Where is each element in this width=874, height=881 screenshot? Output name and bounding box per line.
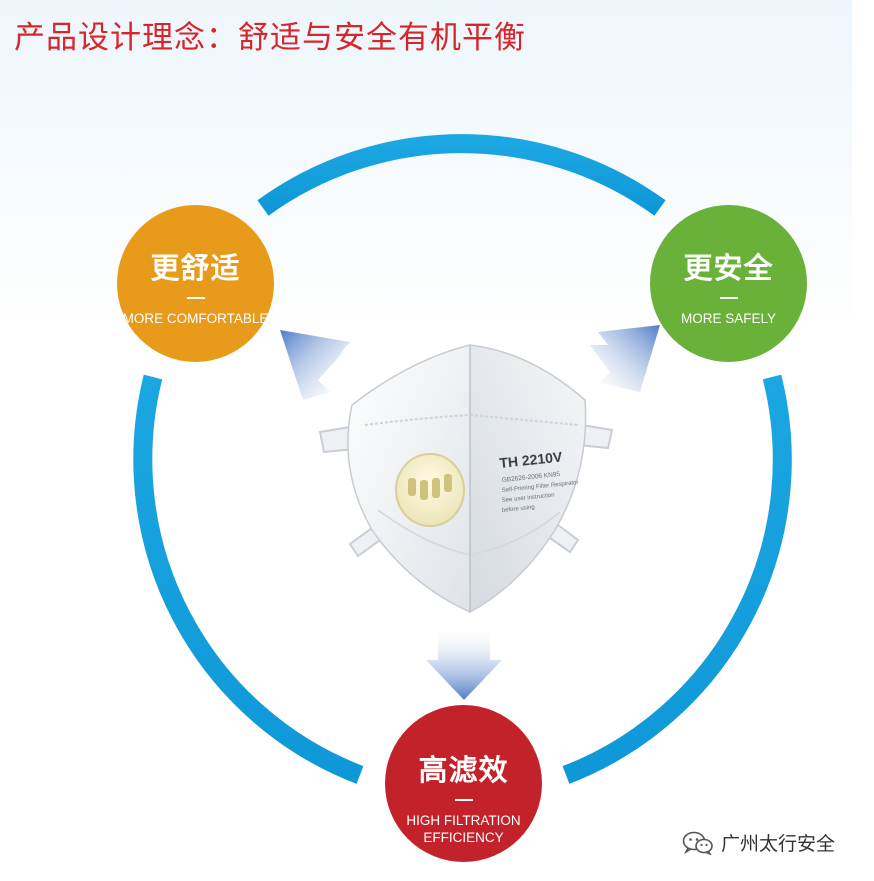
badge-comfort-title: 更舒适 [150, 251, 241, 285]
badge-filter-title: 高滤效 [418, 753, 509, 787]
arrow-to-filter-icon [426, 630, 502, 700]
right-edge-strip [852, 0, 874, 881]
badge-more-comfortable: 更舒适 MORE COMFORTABLE [117, 205, 274, 362]
badge-safe-subtitle: MORE SAFELY [680, 311, 777, 326]
ring-arc-top [257, 134, 666, 216]
badge-filter-subtitle-line2: EFFICIENCY [423, 830, 504, 845]
badge-high-filtration: 高滤效 HIGH FILTRATION EFFICIENCY [385, 705, 542, 862]
badge-filter-subtitle-line1: HIGH FILTRATION [406, 813, 521, 828]
ring-arc-right [562, 374, 792, 784]
badge-filter-divider [454, 799, 473, 801]
wechat-watermark: 广州太行安全 [682, 829, 835, 856]
badge-safe-title: 更安全 [683, 251, 774, 285]
badge-comfort-subtitle: MORE COMFORTABLE [122, 311, 269, 326]
wechat-icon [682, 831, 713, 855]
ring-arc-left [133, 374, 364, 784]
arrow-to-safe-icon [590, 325, 660, 392]
exhalation-valve-icon [395, 453, 465, 527]
badge-safe-divider [719, 297, 738, 299]
mask-print-line3: See user instruction [502, 492, 555, 504]
badge-more-safely: 更安全 MORE SAFELY [650, 205, 807, 362]
mask-model-text: TH 2210V [499, 448, 564, 471]
arrow-to-comfort-icon [280, 330, 350, 400]
badge-comfort-divider [186, 297, 205, 299]
mask-print-line4: before using [502, 505, 535, 514]
page-title: 产品设计理念：舒适与安全有机平衡 [14, 20, 526, 56]
watermark-text: 广州太行安全 [721, 833, 836, 855]
